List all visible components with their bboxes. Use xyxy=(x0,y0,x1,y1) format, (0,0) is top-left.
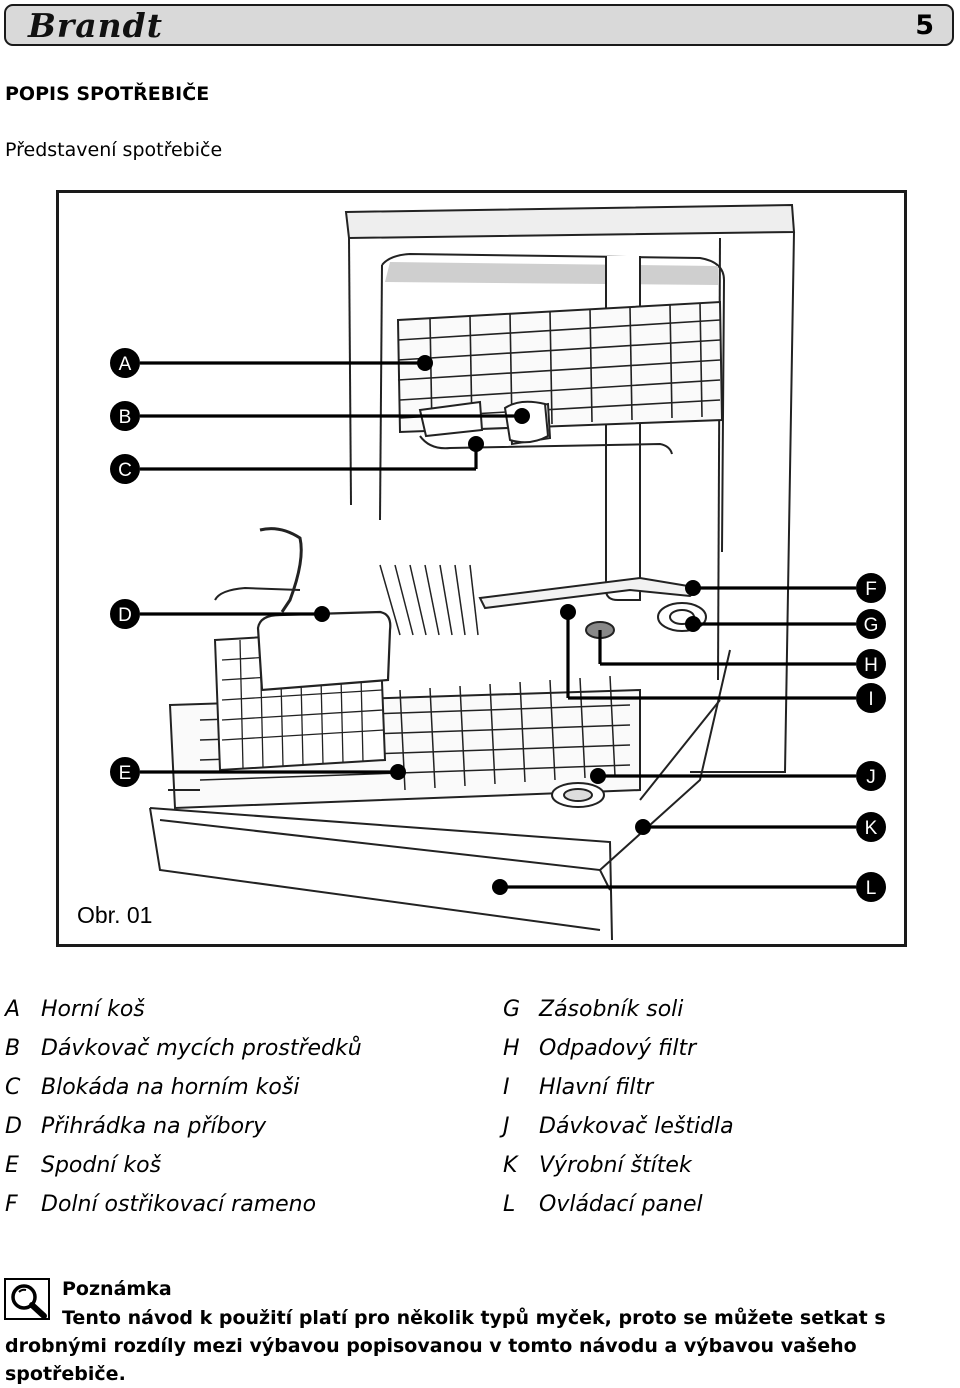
legend-letter: A xyxy=(5,997,21,1022)
page-number: 5 xyxy=(915,10,934,41)
legend-text: Horní koš xyxy=(41,997,145,1022)
legend-text: Blokáda na horním koši xyxy=(41,1075,300,1100)
callout-a: A xyxy=(110,348,140,378)
callout-f: F xyxy=(856,573,886,603)
callout-d: D xyxy=(110,599,140,629)
legend-text: Hlavní filtr xyxy=(539,1075,654,1100)
legend-text: Výrobní štítek xyxy=(539,1153,692,1178)
figure-caption: Obr. 01 xyxy=(77,902,153,928)
legend-item: B Dávkovač mycích prostředků xyxy=(5,1029,362,1068)
magnifier-icon xyxy=(4,1278,50,1320)
legend-item: J Dávkovač leštidla xyxy=(503,1107,734,1146)
svg-text:I: I xyxy=(868,689,873,710)
legend-item: A Horní koš xyxy=(5,990,362,1029)
svg-text:K: K xyxy=(865,818,878,839)
legend-letter: C xyxy=(5,1075,21,1100)
legend-item: G Zásobník soli xyxy=(503,990,734,1029)
legend-item: F Dolní ostřikovací rameno xyxy=(5,1185,362,1224)
legend-text: Odpadový filtr xyxy=(539,1036,697,1061)
callout-h: H xyxy=(856,649,886,679)
legend-letter: H xyxy=(503,1036,520,1061)
legend-letter: L xyxy=(503,1192,516,1217)
callout-k: K xyxy=(856,812,886,842)
legend-item: D Přihrádka na příbory xyxy=(5,1107,362,1146)
legend-text: Dolní ostřikovací rameno xyxy=(41,1192,317,1217)
header-bar: Brandt 5 xyxy=(4,4,954,46)
subtitle: Představení spotřebiče xyxy=(5,139,223,161)
dishwasher-diagram: A B C D E F G H I J K L xyxy=(110,203,886,941)
svg-text:L: L xyxy=(866,878,877,899)
legend-text: Ovládací panel xyxy=(539,1192,703,1217)
callout-c: C xyxy=(110,454,140,484)
legend-letter: D xyxy=(5,1114,22,1139)
legend-text: Přihrádka na příbory xyxy=(41,1114,267,1139)
svg-text:F: F xyxy=(865,579,877,600)
legend-letter: F xyxy=(5,1192,18,1217)
legend-letter: J xyxy=(503,1114,510,1139)
svg-text:G: G xyxy=(864,615,879,636)
note-text: Tento návod k použití platí pro několik … xyxy=(5,1307,886,1385)
section-title: POPIS SPOTŘEBIČE xyxy=(5,83,210,105)
legend-right: G Zásobník soli H Odpadový filtr I Hlavní f… xyxy=(503,990,734,1224)
callout-g: G xyxy=(856,609,886,639)
legend-item: E Spodní koš xyxy=(5,1146,362,1185)
callout-b: B xyxy=(110,401,140,431)
callout-e: E xyxy=(110,757,140,787)
legend-text: Dávkovač mycích prostředků xyxy=(41,1036,362,1061)
legend-text: Dávkovač leštidla xyxy=(539,1114,734,1139)
svg-text:J: J xyxy=(866,767,876,788)
svg-text:D: D xyxy=(118,605,132,626)
legend-text: Zásobník soli xyxy=(539,997,684,1022)
legend-item: I Hlavní filtr xyxy=(503,1068,734,1107)
legend-item: K Výrobní štítek xyxy=(503,1146,734,1185)
legend-left: A Horní koš B Dávkovač mycích prostředků C… xyxy=(5,990,362,1224)
svg-text:C: C xyxy=(118,460,132,481)
legend-item: H Odpadový filtr xyxy=(503,1029,734,1068)
note-title: Poznámka xyxy=(62,1278,172,1300)
callout-l: L xyxy=(856,872,886,902)
brand-logo: Brandt xyxy=(28,6,163,45)
legend-text: Spodní koš xyxy=(41,1153,162,1178)
legend-letter: B xyxy=(5,1036,21,1061)
legend-item: C Blokáda na horním koši xyxy=(5,1068,362,1107)
svg-text:A: A xyxy=(119,354,132,375)
legend-letter: K xyxy=(503,1153,518,1178)
svg-text:E: E xyxy=(119,763,132,784)
svg-text:H: H xyxy=(864,655,878,676)
callout-i: I xyxy=(856,683,886,713)
legend-letter: I xyxy=(503,1075,510,1100)
legend-letter: E xyxy=(5,1153,19,1178)
legend-letter: G xyxy=(503,997,521,1022)
svg-text:B: B xyxy=(119,407,132,428)
legend-item: L Ovládací panel xyxy=(503,1185,734,1224)
callout-j: J xyxy=(856,761,886,791)
